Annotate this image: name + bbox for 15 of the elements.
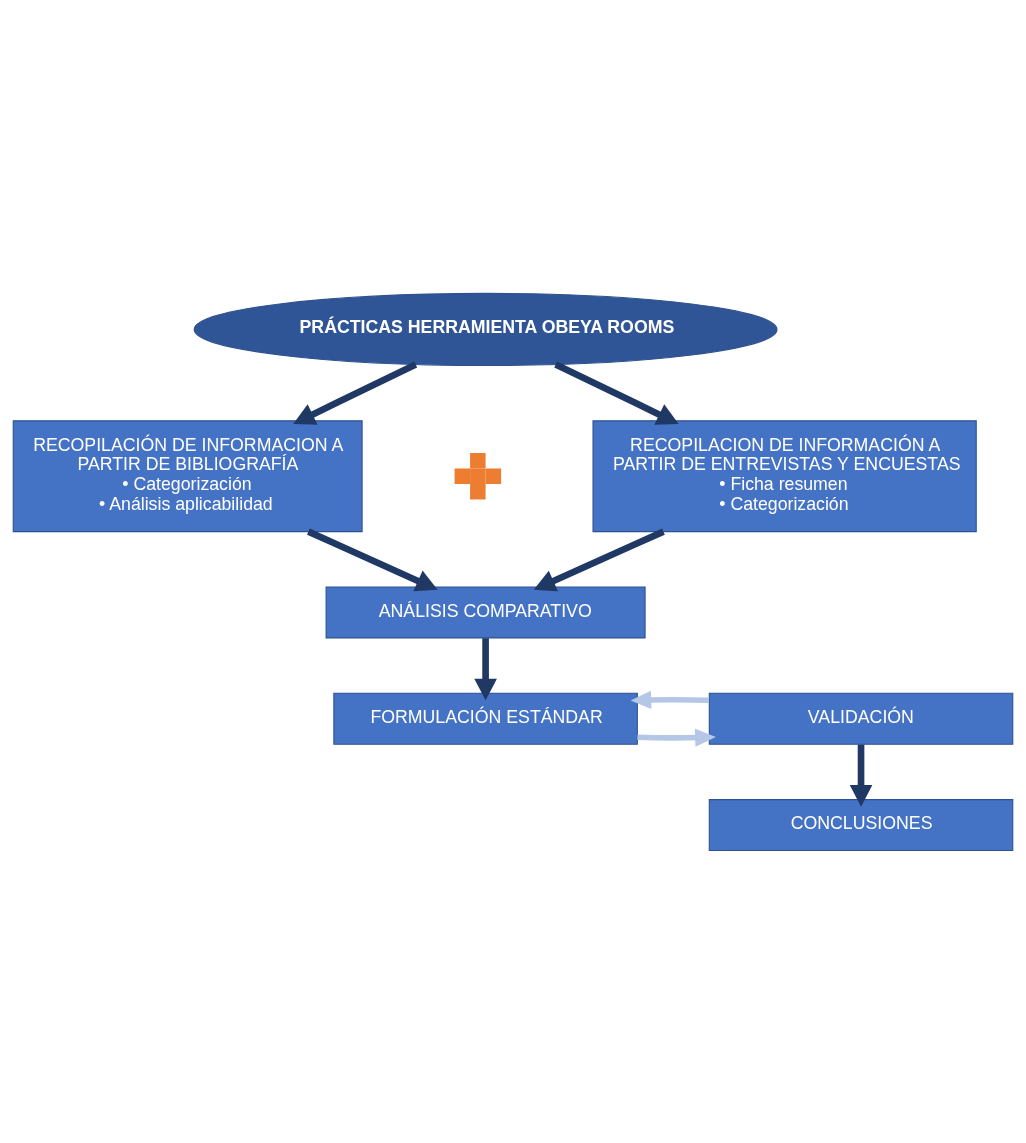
node-box: RECOPILACIÓN DE INFORMACION A PARTIR DE BIBLIOGRAFÍA • Categorización • Análisis aplicabilidad [12,419,363,532]
node-box: VALIDACIÓN [708,692,1014,745]
arrow [307,528,438,591]
arrow [293,360,418,425]
arrow [849,744,873,807]
node-box: RECOPILACION DE INFORMACIÓN A PARTIR DE ENTREVISTAS Y ENCUESTAS • Ficha resumen • Categorización [592,419,977,532]
arrow [533,528,665,591]
arrow [474,637,497,700]
node-ellipse: PRÁCTICAS HERRAMIENTA OBEYA ROOMS [193,292,778,366]
node-box: FORMULACIÓN ESTÁNDAR [333,692,638,745]
arrow [637,728,716,747]
node-box: ANÁLISIS COMPARATIVO [325,585,646,638]
arrow [554,360,679,425]
node-box: CONCLUSIONES [708,798,1014,851]
arrow [630,690,710,709]
